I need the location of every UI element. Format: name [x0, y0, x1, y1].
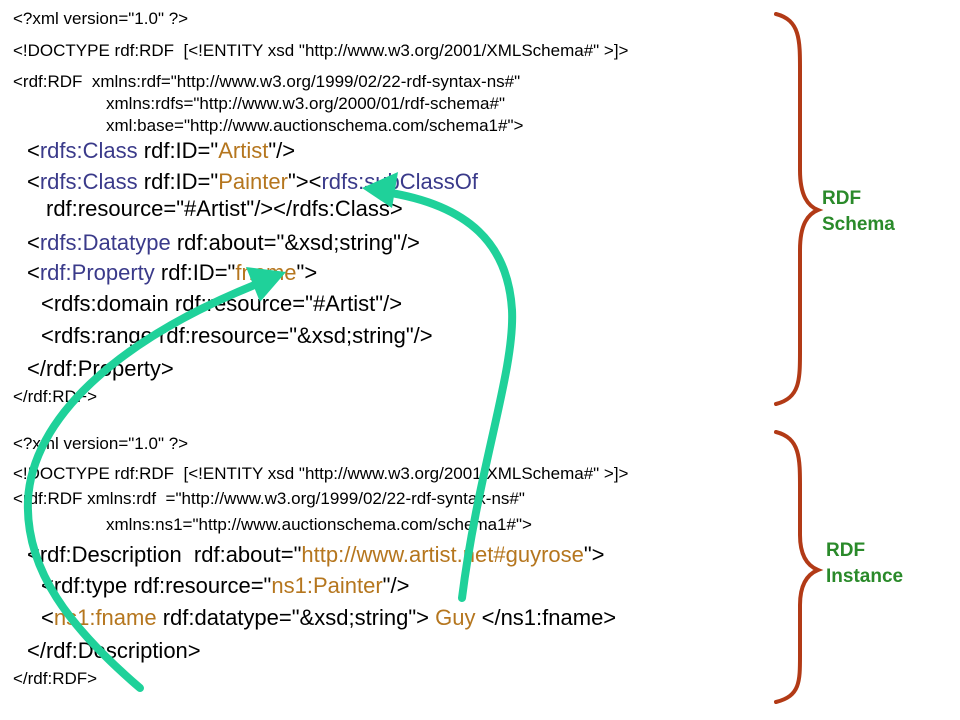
description-open: <rdf:Description rdf:about=" [27, 542, 302, 567]
fname-to-property-arrowhead [246, 267, 286, 302]
property-open: < [27, 260, 40, 285]
description-close-line: </rdf:Description> [27, 638, 201, 663]
painter-class-id-attr: rdf:ID=" [137, 169, 219, 194]
property-close: "> [296, 260, 318, 285]
schema-doctype: <!DOCTYPE rdf:RDF [<!ENTITY xsd "http://… [13, 41, 629, 60]
painter-class-tag: rdfs:Class [39, 169, 138, 194]
datatype-about: rdf:about="&xsd;string"/> [170, 230, 420, 255]
fname-datatype: rdf:datatype="&xsd;string"> [156, 605, 436, 630]
artist-class-line: <rdfs:Class rdf:ID="Artist"/> [27, 140, 295, 162]
artist-class-open: < [27, 138, 40, 163]
painter-class-open: < [27, 169, 40, 194]
instance-rdf-close: </rdf:RDF> [13, 669, 98, 688]
subclassof-open: < [308, 169, 322, 194]
rdf-schema-label: RDF Schema [822, 186, 895, 238]
schema-rdf-open-line-1: <rdf:RDF xmlns:rdf="http://www.w3.org/19… [13, 72, 521, 91]
description-about-value: http://www.artist.net#guyrose [301, 542, 584, 567]
artist-class-id-attr: rdf:ID=" [137, 138, 219, 163]
subclassof-tag: rdfs:subClassOf [321, 169, 478, 194]
fname-close: </ns1:fname> [475, 605, 617, 630]
schema-rdf-open-line-2: xmlns:rdfs="http://www.w3.org/2000/01/rd… [106, 94, 505, 113]
fname-open: < [41, 605, 54, 630]
artist-class-close: "/> [268, 138, 296, 163]
datatype-line: <rdfs:Datatype rdf:about="&xsd;string"/> [27, 232, 420, 254]
instance-rdf-open-line-2: xmlns:ns1="http://www.auctionschema.com/… [106, 515, 532, 534]
datatype-tag: rdfs:Datatype [39, 230, 171, 255]
type-to-painter-arrowhead [362, 172, 398, 208]
rdf-type-line: <rdf:type rdf:resource="ns1:Painter"/> [41, 575, 409, 597]
property-range-line: <rdfs:range rdf:resource="&xsd;string"/> [41, 323, 433, 348]
rdf-schema-label-line-2: Schema [822, 214, 895, 235]
artist-class-id-value: Artist [218, 138, 269, 163]
schema-brace [774, 12, 824, 406]
rdf-type-open: <rdf:type rdf:resource=" [41, 573, 272, 598]
artist-class-tag: rdfs:Class [39, 138, 138, 163]
property-id-attr: rdf:ID=" [154, 260, 236, 285]
instance-xml-declaration: <?xml version="1.0" ?> [13, 434, 189, 453]
description-line: <rdf:Description rdf:about="http://www.a… [27, 544, 605, 566]
datatype-open: < [27, 230, 40, 255]
rdf-type-value: ns1:Painter [271, 573, 383, 598]
rdf-type-close: "/> [382, 573, 410, 598]
painter-subclass-resource-line: rdf:resource="#Artist"/></rdfs:Class> [46, 196, 403, 221]
schema-xml-declaration: <?xml version="1.0" ?> [13, 9, 189, 28]
painter-class-line: <rdfs:Class rdf:ID="Painter"><rdfs:subCl… [27, 171, 478, 193]
description-close: "> [583, 542, 605, 567]
property-close-line: </rdf:Property> [27, 356, 174, 381]
rdf-instance-label-line-2: Instance [826, 566, 904, 587]
fname-to-property-arrow [23, 278, 266, 692]
rdf-instance-label: RDF Instance [826, 538, 903, 590]
schema-rdf-open-line-3: xml:base="http://www.auctionschema.com/s… [106, 116, 524, 135]
painter-class-close: "> [287, 169, 309, 194]
instance-brace [774, 430, 824, 704]
rdf-schema-label-line-1: RDF [822, 188, 862, 209]
type-to-painter-arrow [381, 188, 517, 602]
rdf-instance-label-line-1: RDF [826, 540, 866, 561]
painter-class-id-value: Painter [218, 169, 288, 194]
property-tag: rdf:Property [39, 260, 155, 285]
fname-value: Guy [435, 605, 476, 630]
